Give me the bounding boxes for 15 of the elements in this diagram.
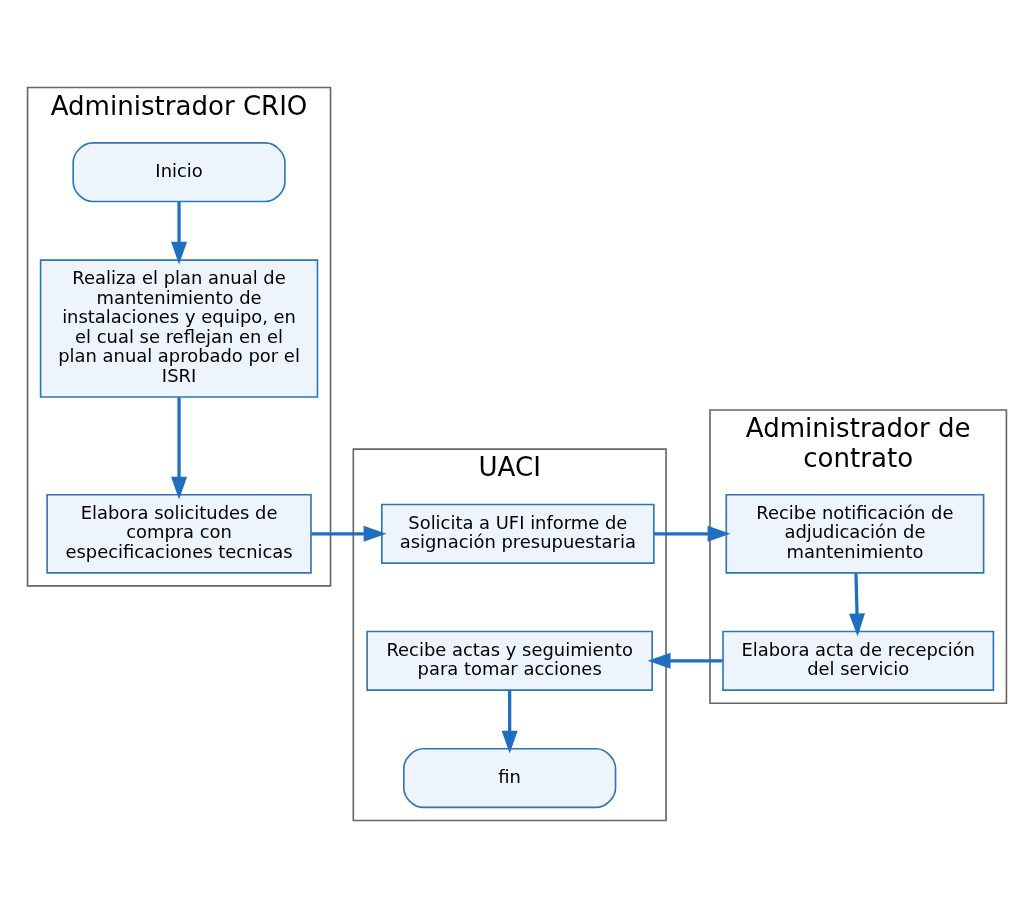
arrow: [849, 572, 865, 636]
node-box: Inicio: [72, 141, 286, 202]
arrow: [654, 525, 731, 542]
arrow: [171, 396, 188, 500]
arrow: [311, 525, 387, 542]
node-box: Elabora acta de recepción del servicio: [722, 630, 995, 691]
node-box: fin: [403, 747, 617, 808]
node-box: Realiza el plan anual de mantenimiento de instalaciones y equipo, en el cual se reflejan en el plan anual aprobado por el ISRI: [39, 258, 319, 398]
arrow: [501, 690, 518, 754]
node-box: Recibe actas y seguimiento para tomar acciones: [366, 630, 653, 691]
node-box: Recibe notificación de adjudicación de mantenimiento: [725, 493, 985, 574]
node-box: Elabora solicitudes de compra con especificaciones tecnicas: [46, 493, 312, 574]
node-box: Solicita a UFI informe de asignación presupuestaria: [381, 503, 655, 564]
arrow: [171, 201, 188, 265]
arrow: [647, 652, 723, 669]
